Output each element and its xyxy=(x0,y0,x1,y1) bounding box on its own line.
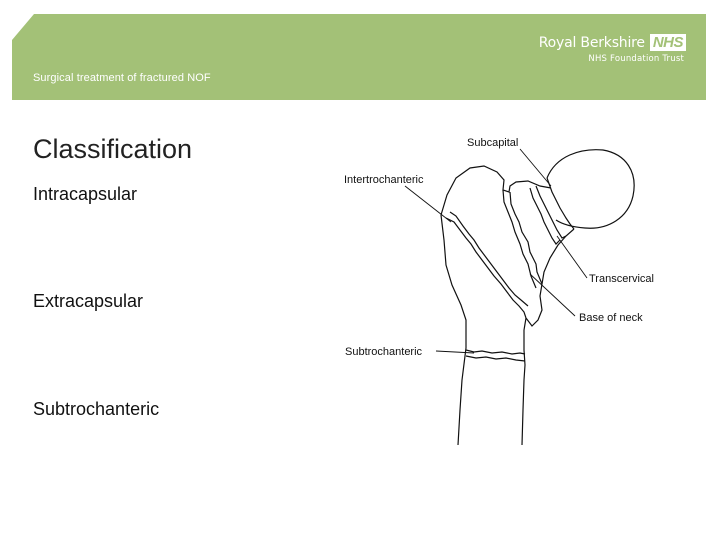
header-banner: Surgical treatment of fractured NOF Roya… xyxy=(12,14,706,100)
intertrochanteric-leader xyxy=(404,185,452,223)
intertrochanteric-fracture-line xyxy=(445,217,527,319)
transcervical-fracture-line-2 xyxy=(535,185,567,239)
classification-extracapsular: Extracapsular xyxy=(33,291,144,311)
nhs-trust-logo: Royal Berkshire NHS NHS Foundation Trust xyxy=(539,34,686,64)
base-of-neck-leader xyxy=(529,273,576,317)
trust-subtitle: NHS Foundation Trust xyxy=(588,54,684,64)
subcapital-leader xyxy=(519,148,552,187)
classification-subtrochanteric: Subtrochanteric xyxy=(33,399,160,419)
label-base-of-neck: Base of neck xyxy=(579,312,643,324)
presentation-subtitle: Surgical treatment of fractured NOF xyxy=(33,72,211,84)
banner-corner-cut xyxy=(12,14,34,40)
femur-lateral-outline xyxy=(440,214,467,446)
intertrochanteric-fracture-line-2 xyxy=(449,211,529,307)
subcapital-fracture-line xyxy=(546,177,575,230)
femoral-head-outline xyxy=(546,149,635,229)
label-intertrochanteric: Intertrochanteric xyxy=(344,174,424,186)
base-of-neck-fracture-line-2 xyxy=(502,189,537,289)
slide-heading: Classification xyxy=(33,134,193,164)
greater-trochanter-outline xyxy=(440,165,552,216)
subtrochanteric-fracture-line-2 xyxy=(465,355,526,362)
label-subtrochanteric: Subtrochanteric xyxy=(345,346,423,358)
subtrochanteric-fracture-line xyxy=(465,349,526,355)
femur-fracture-diagram: Subcapital Intertrochanteric Transcervic… xyxy=(344,137,654,446)
nhs-logo-icon: NHS xyxy=(649,34,686,51)
transcervical-fracture-line xyxy=(529,187,561,245)
femur-medial-outline xyxy=(521,317,527,446)
trust-name: Royal Berkshire xyxy=(538,34,645,51)
label-subcapital: Subcapital xyxy=(467,137,518,149)
classification-intracapsular: Intracapsular xyxy=(33,184,138,204)
label-transcervical: Transcervical xyxy=(589,273,654,285)
transcervical-leader xyxy=(556,235,588,279)
base-of-neck-fracture-line xyxy=(509,191,543,285)
subtrochanteric-leader xyxy=(435,350,475,354)
